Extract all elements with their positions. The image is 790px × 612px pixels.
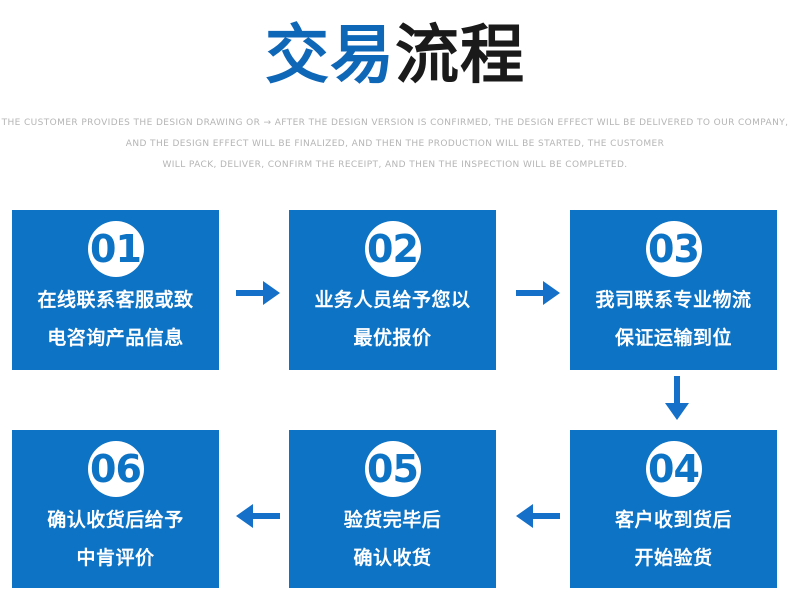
subtitle: THE CUSTOMER PROVIDES THE DESIGN DRAWING… <box>0 113 790 176</box>
step-number-circle: 01 <box>87 221 144 277</box>
step-text-line-2: 电咨询产品信息 <box>47 327 184 349</box>
step-text-line-1: 我司联系专业物流 <box>595 289 752 311</box>
step-number: 06 <box>90 447 142 491</box>
step-card-02: 02 业务人员给予您以 最优报价 <box>289 210 496 370</box>
step-text: 在线联系客服或致 电咨询产品信息 <box>37 281 193 357</box>
step-text: 确认收货后给予 中肯评价 <box>47 501 184 577</box>
step-card-03: 03 我司联系专业物流 保证运输到位 <box>570 210 777 370</box>
step-card-01: 01 在线联系客服或致 电咨询产品信息 <box>12 210 219 370</box>
arrow-5-to-6-left-icon <box>236 500 280 532</box>
step-text: 业务人员给予您以 最优报价 <box>314 281 470 357</box>
step-text-line-2: 开始验货 <box>634 547 713 569</box>
step-number: 02 <box>367 227 419 271</box>
step-number-circle: 03 <box>645 221 702 277</box>
step-card-05: 05 验货完毕后 确认收货 <box>289 430 496 588</box>
step-text-line-1: 在线联系客服或致 <box>37 289 194 311</box>
step-text: 我司联系专业物流 保证运输到位 <box>595 281 751 357</box>
step-text-line-2: 保证运输到位 <box>614 327 732 349</box>
step-number: 05 <box>367 447 419 491</box>
step-number-circle: 06 <box>87 441 144 497</box>
step-text: 验货完毕后 确认收货 <box>344 501 442 577</box>
step-number-circle: 05 <box>364 441 421 497</box>
step-number-circle: 04 <box>645 441 702 497</box>
step-text-line-2: 最优报价 <box>353 327 432 349</box>
step-text: 客户收到货后 开始验货 <box>615 501 732 577</box>
arrow-1-to-2-right-icon <box>236 277 280 309</box>
title-highlight: 交易 <box>265 19 395 93</box>
step-card-04: 04 客户收到货后 开始验货 <box>570 430 777 588</box>
arrow-2-to-3-right-icon <box>516 277 560 309</box>
step-number-circle: 02 <box>364 221 421 277</box>
step-text-line-1: 验货完毕后 <box>343 509 442 531</box>
page-title: 交易流程 <box>0 19 790 94</box>
subtitle-line: AND THE DESIGN EFFECT WILL BE FINALIZED,… <box>125 139 665 149</box>
step-text-line-1: 业务人员给予您以 <box>314 289 471 311</box>
step-number: 04 <box>648 447 700 491</box>
step-text-line-1: 客户收到货后 <box>614 509 732 531</box>
arrow-4-to-5-left-icon <box>516 500 560 532</box>
title-rest: 流程 <box>395 19 525 93</box>
arrow-3-to-4-down-icon <box>661 376 693 420</box>
subtitle-line: THE CUSTOMER PROVIDES THE DESIGN DRAWING… <box>1 118 789 128</box>
step-number: 01 <box>90 227 142 271</box>
step-card-06: 06 确认收货后给予 中肯评价 <box>12 430 219 588</box>
step-text-line-2: 确认收货 <box>353 547 432 569</box>
step-text-line-1: 确认收货后给予 <box>47 509 184 531</box>
step-text-line-2: 中肯评价 <box>76 547 155 569</box>
subtitle-line: WILL PACK, DELIVER, CONFIRM THE RECEIPT,… <box>162 160 628 170</box>
step-number: 03 <box>648 227 700 271</box>
